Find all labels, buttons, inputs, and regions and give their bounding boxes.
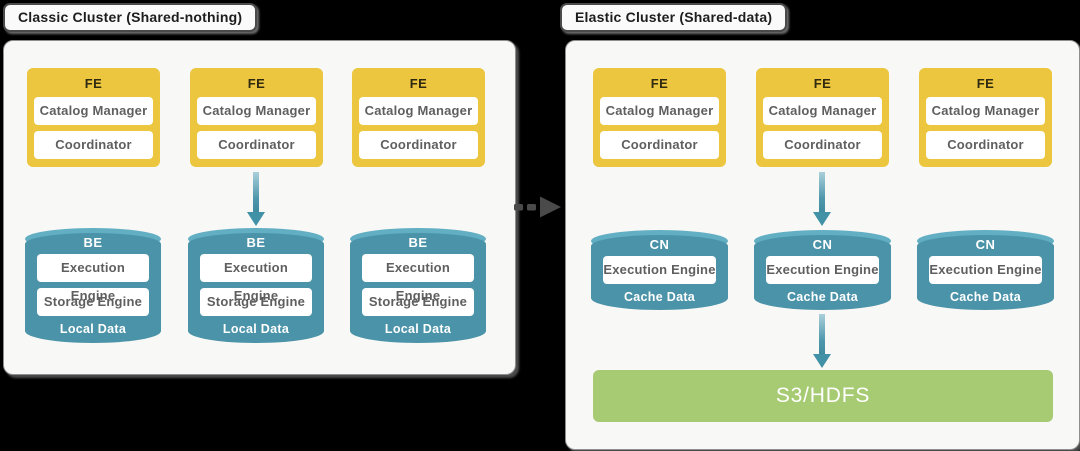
execution-engine-chip: Execution Engine bbox=[37, 254, 149, 303]
cache-data-label: Cache Data bbox=[623, 290, 696, 304]
execution-engine-chip: Execution Engine bbox=[362, 254, 474, 303]
storage-engine-chip: Storage Engine bbox=[37, 288, 149, 316]
elastic-cluster-title: Elastic Cluster (Shared-data) bbox=[560, 3, 788, 32]
coordinator-chip: Coordinator bbox=[359, 131, 478, 159]
catalog-manager-chip: Catalog Manager bbox=[926, 97, 1045, 125]
cache-data-label: Cache Data bbox=[786, 290, 859, 304]
coordinator-chip: Coordinator bbox=[926, 131, 1045, 159]
fe-node-label: FE bbox=[84, 76, 103, 91]
fe-node: FE Catalog Manager Coordinator bbox=[756, 68, 889, 167]
be-node: BE Execution Engine Storage Engine Local… bbox=[188, 228, 324, 343]
fe-node-label: FE bbox=[247, 76, 266, 91]
execution-engine-chip: Execution Engine bbox=[603, 256, 716, 284]
be-node: BE Execution Engine Storage Engine Local… bbox=[25, 228, 161, 343]
fe-node: FE Catalog Manager Coordinator bbox=[352, 68, 485, 167]
execution-engine-chip: Execution Engine bbox=[766, 256, 879, 284]
be-node: BE Execution Engine Storage Engine Local… bbox=[350, 228, 486, 343]
execution-engine-chip: Execution Engine bbox=[200, 254, 312, 303]
catalog-manager-chip: Catalog Manager bbox=[359, 97, 478, 125]
catalog-manager-chip: Catalog Manager bbox=[34, 97, 153, 125]
cache-data-label: Cache Data bbox=[949, 290, 1022, 304]
elastic-cluster-panel: FE Catalog Manager Coordinator FE Catalo… bbox=[565, 40, 1080, 450]
storage-engine-chip: Storage Engine bbox=[362, 288, 474, 316]
coordinator-chip: Coordinator bbox=[197, 131, 316, 159]
fe-node: FE Catalog Manager Coordinator bbox=[190, 68, 323, 167]
local-data-label: Local Data bbox=[222, 322, 290, 336]
arrow-down-icon bbox=[813, 314, 831, 368]
coordinator-chip: Coordinator bbox=[763, 131, 882, 159]
coordinator-chip: Coordinator bbox=[600, 131, 719, 159]
be-node-label: BE bbox=[408, 235, 428, 250]
fe-node-label: FE bbox=[813, 76, 832, 91]
fe-node-label: FE bbox=[650, 76, 669, 91]
classic-cluster-title: Classic Cluster (Shared-nothing) bbox=[3, 3, 258, 32]
cn-node: CN Execution Engine Cache Data bbox=[917, 230, 1054, 310]
catalog-manager-chip: Catalog Manager bbox=[763, 97, 882, 125]
arrow-down-icon bbox=[813, 172, 831, 226]
arrow-down-icon bbox=[247, 172, 265, 226]
cn-node-label: CN bbox=[812, 237, 833, 252]
migration-arrow-icon bbox=[514, 196, 561, 218]
shared-storage-box: S3/HDFS bbox=[593, 370, 1053, 422]
cn-node: CN Execution Engine Cache Data bbox=[754, 230, 891, 310]
classic-cluster-panel: FE Catalog Manager Coordinator FE Catalo… bbox=[3, 40, 516, 375]
be-node-label: BE bbox=[83, 235, 103, 250]
fe-node: FE Catalog Manager Coordinator bbox=[919, 68, 1052, 167]
fe-node: FE Catalog Manager Coordinator bbox=[593, 68, 726, 167]
execution-engine-chip: Execution Engine bbox=[929, 256, 1042, 284]
cn-node: CN Execution Engine Cache Data bbox=[591, 230, 728, 310]
catalog-manager-chip: Catalog Manager bbox=[600, 97, 719, 125]
storage-engine-chip: Storage Engine bbox=[200, 288, 312, 316]
coordinator-chip: Coordinator bbox=[34, 131, 153, 159]
be-node-label: BE bbox=[246, 235, 266, 250]
fe-node: FE Catalog Manager Coordinator bbox=[27, 68, 160, 167]
cn-node-label: CN bbox=[975, 237, 996, 252]
cn-node-label: CN bbox=[649, 237, 670, 252]
fe-node-label: FE bbox=[976, 76, 995, 91]
local-data-label: Local Data bbox=[384, 322, 452, 336]
local-data-label: Local Data bbox=[59, 322, 127, 336]
fe-node-label: FE bbox=[409, 76, 428, 91]
catalog-manager-chip: Catalog Manager bbox=[197, 97, 316, 125]
